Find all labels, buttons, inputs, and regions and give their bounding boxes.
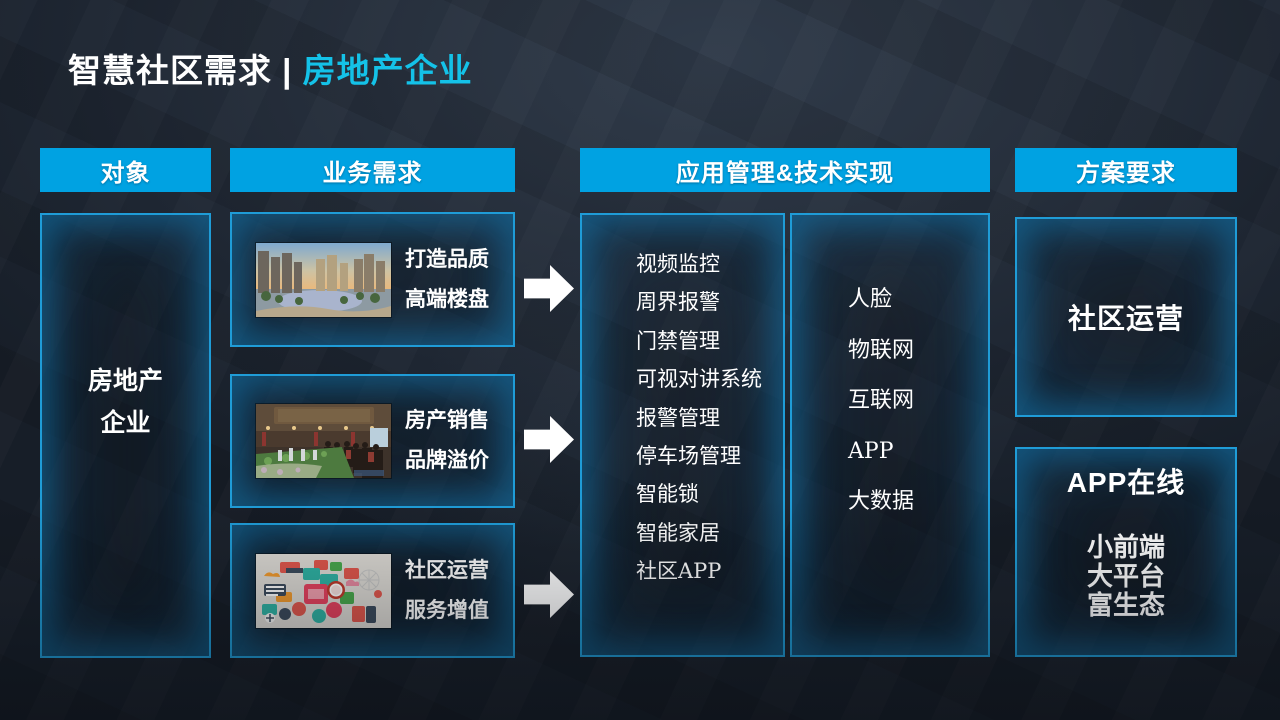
object-box-text: 房地产 企业	[42, 360, 209, 444]
business-box-quality: 打造品质 高端楼盘	[230, 212, 515, 347]
page-title-accent: 房地产企业	[302, 52, 473, 89]
solution-app-online-line: 富生态	[1086, 590, 1165, 620]
column-header-application: 应用管理&技术实现	[580, 148, 990, 192]
application-list-item: 门禁管理	[636, 328, 720, 353]
application-list-item: 可视对讲系统	[636, 367, 762, 392]
business-box-operation: 社区运营 服务增值	[230, 523, 515, 658]
application-list-item: 视频监控	[636, 252, 720, 276]
application-list-item: 社区APP	[636, 559, 722, 584]
solution-app-online-line: 小前端	[1086, 532, 1165, 562]
flow-arrow-3-icon	[524, 571, 574, 618]
column-header-business: 业务需求	[230, 148, 515, 192]
business-operation-line-1: 社区运营	[405, 558, 489, 582]
application-list: 视频监控周界报警门禁管理可视对讲系统报警管理停车场管理智能锁智能家居社区APP	[582, 215, 783, 591]
object-box: 房地产 企业	[40, 213, 211, 658]
technology-list-item: 大数据	[848, 489, 915, 514]
flow-arrow-2-icon	[524, 416, 574, 463]
solution-community-operation-label: 社区运营	[1067, 303, 1184, 334]
solution-box-app-online: APP在线 小前端大平台富生态	[1015, 447, 1237, 657]
application-list-item: 智能锁	[636, 482, 699, 507]
solution-app-online-lines: 小前端大平台富生态	[1017, 533, 1235, 620]
business-operation-line-2: 服务增值	[405, 598, 489, 622]
business-quality-line-2: 高端楼盘	[405, 287, 489, 311]
flow-arrow-1-icon	[524, 265, 574, 312]
technology-list-item: 人脸	[848, 287, 893, 312]
business-sales-line-1: 房产销售	[405, 409, 489, 432]
technology-list-item: 互联网	[848, 388, 915, 413]
page-title-main: 智慧社区需求 |	[68, 52, 303, 89]
business-quality-line-1: 打造品质	[405, 247, 489, 271]
technology-list-item: APP	[848, 438, 894, 464]
application-list-item: 停车场管理	[636, 443, 741, 468]
business-sales-line-2: 品牌溢价	[405, 449, 489, 472]
business-box-sales: 房产销售 品牌溢价	[230, 374, 515, 508]
application-list-item: 智能家居	[636, 520, 720, 545]
business-text-sales: 房产销售 品牌溢价	[405, 401, 489, 481]
solution-app-online-title: APP在线	[1066, 467, 1186, 498]
application-list-box: 视频监控周界报警门禁管理可视对讲系统报警管理停车场管理智能锁智能家居社区APP	[580, 213, 785, 657]
page-title: 智慧社区需求 | 房地产企业	[68, 44, 473, 92]
technology-list: 人脸物联网互联网 APP 大数据	[792, 215, 988, 528]
solution-box-community-operation: 社区运营	[1015, 217, 1237, 417]
object-line-1: 房地产	[87, 367, 163, 395]
application-list-item: 周界报警	[636, 290, 720, 315]
residential-complex-photo	[256, 242, 391, 317]
column-header-solution: 方案要求	[1015, 148, 1237, 192]
object-line-2: 企业	[100, 409, 151, 437]
technology-list-box: 人脸物联网互联网 APP 大数据	[790, 213, 990, 657]
service-icons-collage	[256, 553, 391, 628]
application-list-item: 报警管理	[636, 405, 720, 430]
technology-list-item: 物联网	[848, 337, 915, 363]
sales-exhibition-hall-photo	[256, 404, 391, 478]
column-header-object: 对象	[40, 148, 211, 192]
business-text-operation: 社区运营 服务增值	[405, 551, 489, 631]
business-text-quality: 打造品质 高端楼盘	[405, 240, 489, 320]
solution-app-online-line: 大平台	[1086, 561, 1165, 591]
